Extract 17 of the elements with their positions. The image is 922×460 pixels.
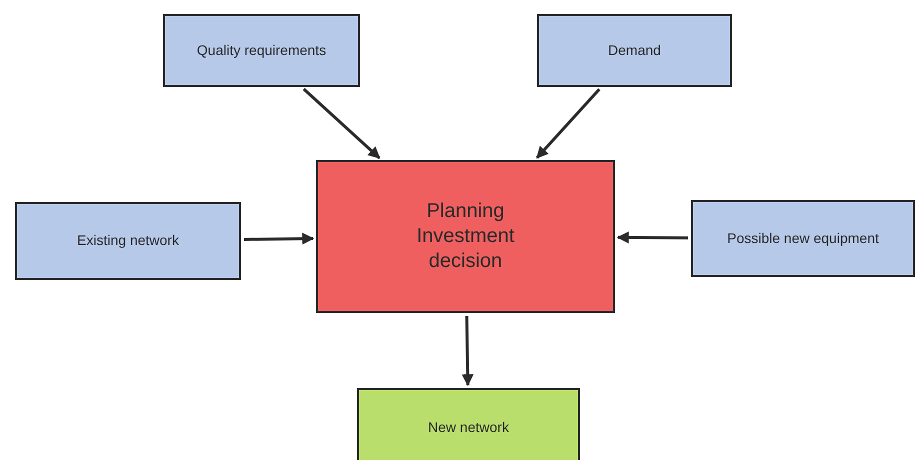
box-label: New network bbox=[428, 419, 509, 437]
process-box bbox=[316, 160, 615, 313]
process-box bbox=[357, 388, 580, 460]
box-label: Quality requirements bbox=[196, 42, 326, 60]
box-label: Existing network bbox=[77, 232, 179, 250]
arrow bbox=[244, 232, 314, 245]
arrow bbox=[302, 88, 380, 160]
arrow bbox=[536, 88, 600, 159]
process-box bbox=[163, 14, 360, 87]
box-label: Demand bbox=[608, 42, 661, 60]
process-box bbox=[691, 200, 915, 277]
box-label: Possible new equipment bbox=[727, 230, 879, 248]
arrow bbox=[616, 231, 688, 244]
process-box bbox=[537, 14, 732, 87]
box-label: Planning Investment decision bbox=[416, 199, 516, 274]
process-box bbox=[15, 202, 241, 280]
arrow bbox=[462, 316, 474, 386]
